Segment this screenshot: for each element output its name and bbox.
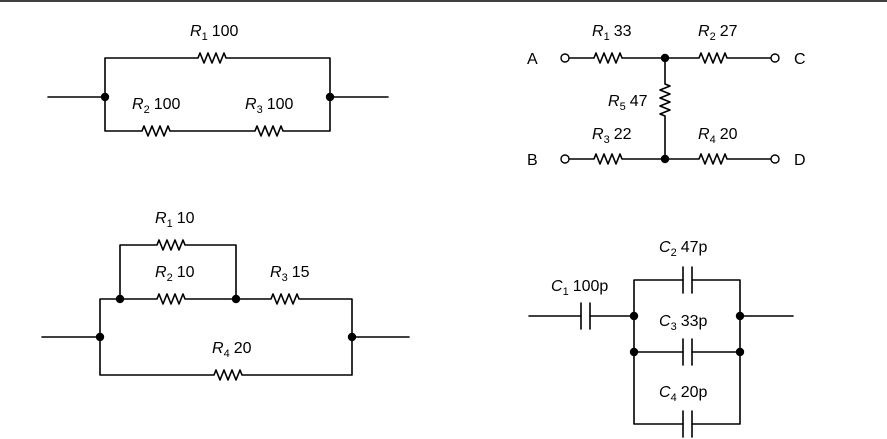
c1-node-right	[325, 92, 335, 102]
c4-node-right-lower	[735, 347, 745, 357]
c1-node-left	[100, 92, 110, 102]
c2-terminal-c-label: C	[794, 51, 806, 68]
c2-terminal-d-label: D	[794, 152, 806, 169]
c2-top-rail	[568, 52, 772, 64]
c4-node-left	[629, 311, 639, 321]
c3-upper-branch	[99, 293, 353, 338]
c2-terminal-d	[770, 154, 780, 164]
c2-node-bottom	[660, 154, 670, 164]
c2-terminal-c	[770, 53, 780, 63]
c1-series-branch	[104, 96, 331, 137]
c4-node-right	[735, 311, 745, 321]
c2-terminal-a-label: A	[527, 51, 538, 68]
c4-node-left-lower	[629, 347, 639, 357]
c2-r5-resistor	[659, 57, 671, 160]
c1-r1-resistor	[104, 52, 331, 98]
c2-terminal-b	[560, 154, 570, 164]
c2-node-top	[660, 53, 670, 63]
c3-node-r12-left	[115, 294, 125, 304]
c4-c2-branch	[633, 279, 741, 317]
c3-node-left	[95, 332, 105, 342]
c3-node-r12-right	[231, 294, 241, 304]
c2-terminal-b-label: B	[527, 152, 538, 169]
c3-r4-resistor	[99, 336, 353, 381]
c2-terminal-a	[560, 53, 570, 63]
c2-bottom-rail	[568, 153, 772, 165]
c3-node-right	[347, 332, 357, 342]
c4-c4-branch	[633, 351, 741, 425]
c3-r1-resistor	[119, 239, 237, 300]
